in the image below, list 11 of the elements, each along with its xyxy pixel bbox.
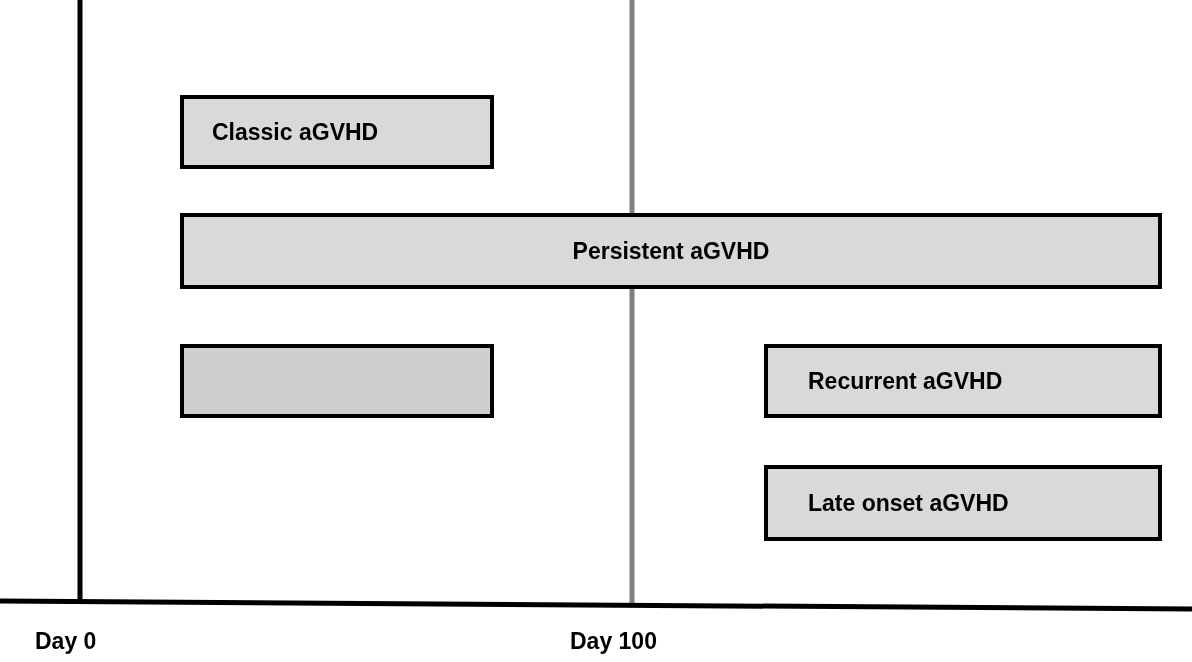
bar-label: Recurrent aGVHD	[808, 367, 1003, 395]
duration-bar	[180, 213, 1162, 289]
duration-bar	[764, 344, 1162, 418]
bar-label: Late onset aGVHD	[808, 489, 1009, 517]
bar-label: Persistent aGVHD	[572, 237, 770, 265]
duration-bar	[180, 344, 494, 418]
bar-label: Classic aGVHD	[212, 118, 379, 146]
duration-bar	[764, 465, 1162, 541]
duration-bar	[180, 95, 494, 169]
axis-tick-label: Day 100	[570, 628, 657, 655]
axis-tick-label: Day 0	[35, 628, 97, 655]
